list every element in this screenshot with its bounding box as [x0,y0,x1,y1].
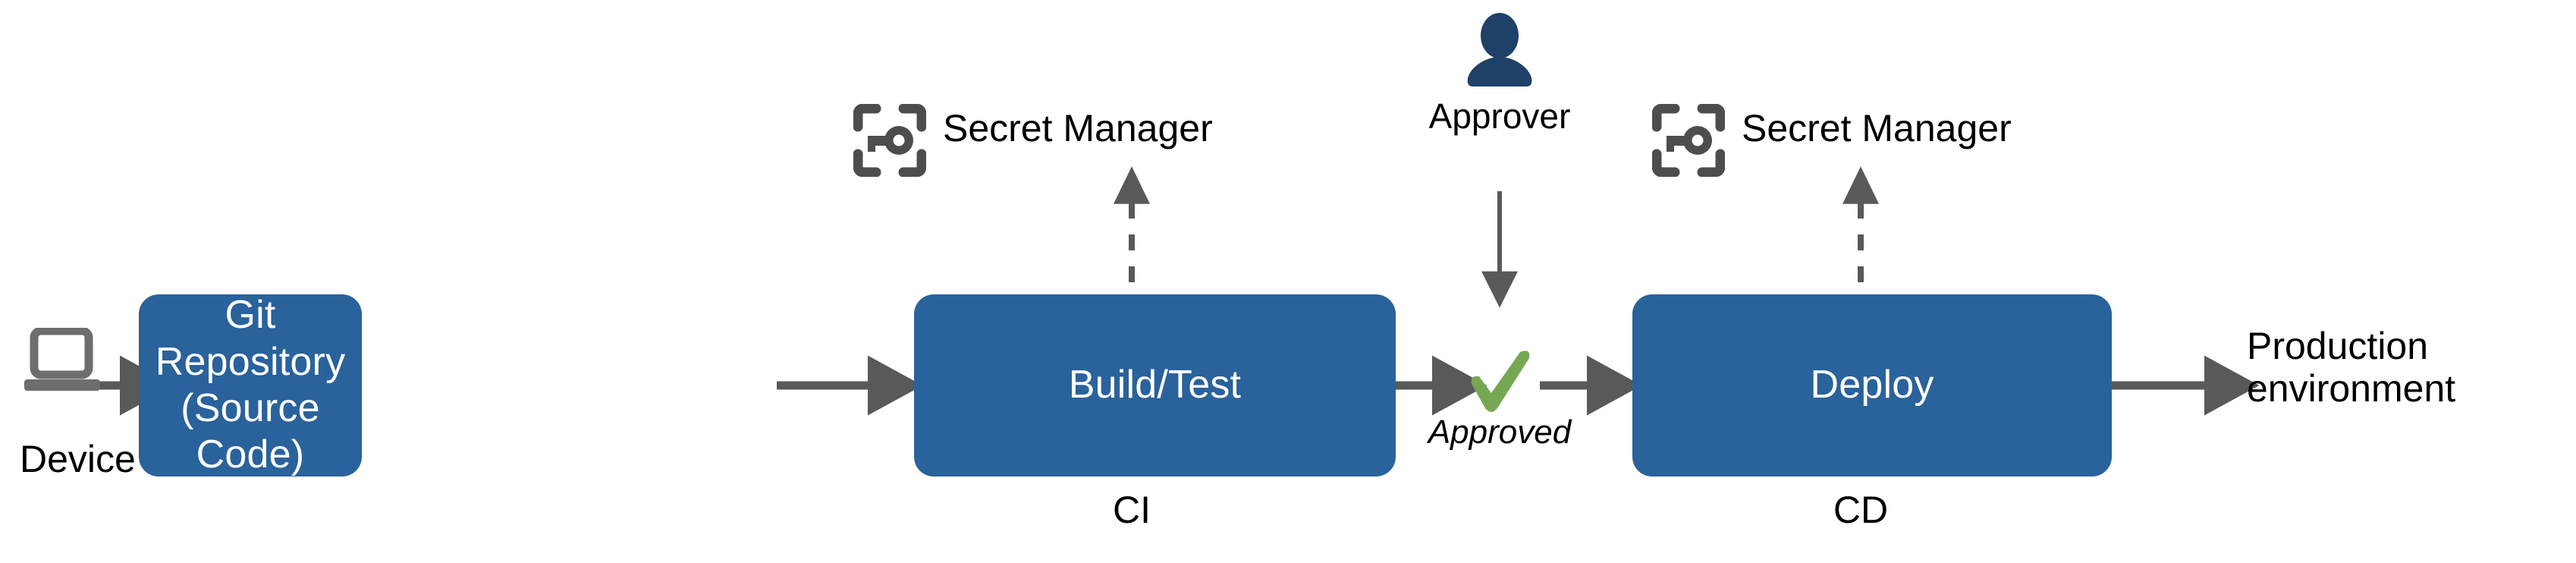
git-repository-box[interactable]: Git Repository (Source Code) [139,293,362,477]
person-icon [1467,13,1532,86]
approved-label: Approved [1428,414,1572,451]
approver-label: Approver [1428,96,1571,136]
secret-manager-ci-label: Secret Manager [943,107,1213,149]
device-label: Device [20,438,136,480]
build-test-box[interactable]: Build/Test [914,294,1396,477]
ci-group-label: CI [1113,489,1151,531]
cd-group-label: CD [1833,489,1889,531]
deploy-label: Deploy [1810,363,1934,407]
secret-manager-icon [853,104,926,177]
build-test-label: Build/Test [1068,363,1242,407]
git-repository-label: Git Repository (Source Code) [155,293,346,477]
secret-manager-icon [1652,104,1725,177]
production-environment-label: Production environment [2247,325,2456,410]
deploy-box[interactable]: Deploy [1632,294,2112,477]
secret-manager-cd-label: Secret Manager [1742,107,2012,149]
laptop-icon [24,328,100,391]
check-icon [1471,351,1530,412]
